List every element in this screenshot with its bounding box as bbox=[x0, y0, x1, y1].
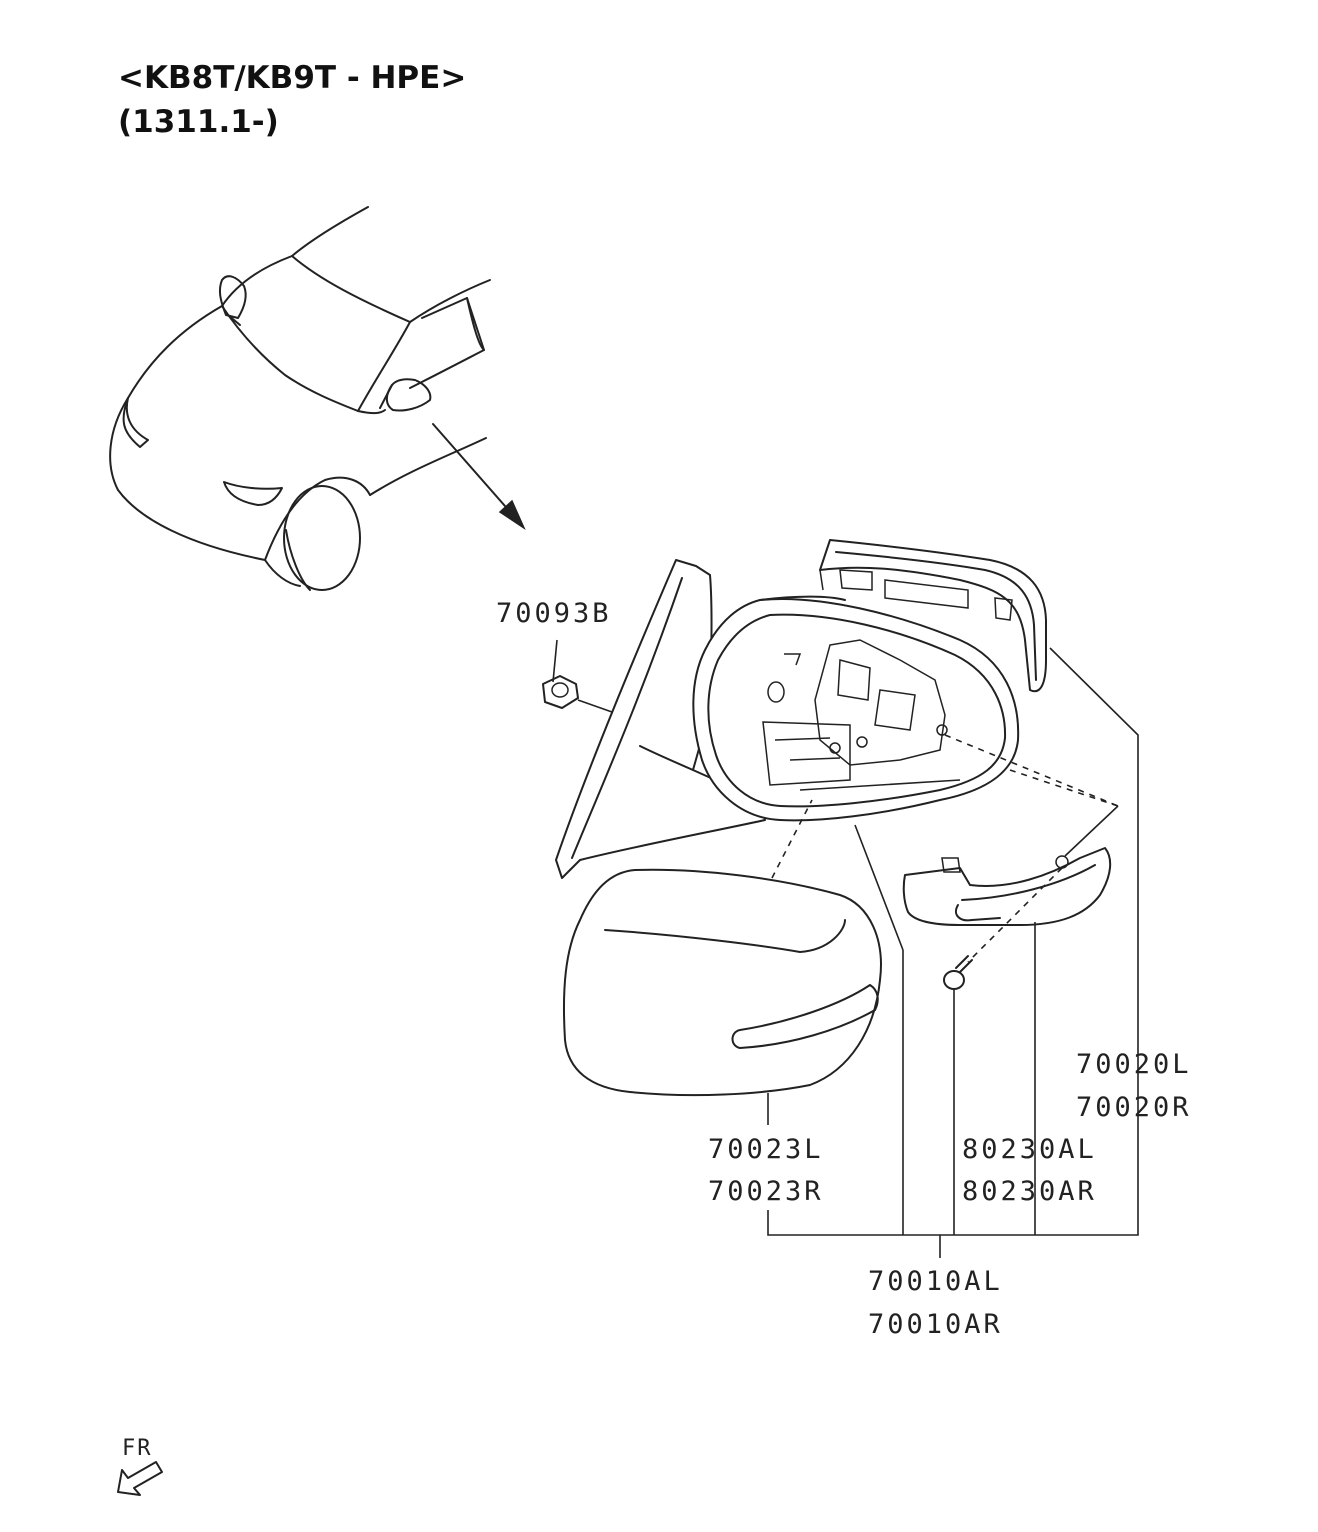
model-title: <KB8T/KB9T - HPE> bbox=[118, 60, 466, 96]
part-number-nut: 70093B bbox=[496, 598, 612, 629]
mirror-housing-part bbox=[692, 595, 1020, 822]
part-number-cover-right: 70023R bbox=[708, 1176, 824, 1207]
part-number-cover-left: 70023L bbox=[708, 1134, 824, 1165]
front-label: FR bbox=[122, 1436, 153, 1461]
zoom-arrow bbox=[432, 423, 526, 531]
vehicle-illustration bbox=[109, 206, 491, 591]
front-arrow-icon bbox=[117, 1461, 163, 1496]
part-number-mirror-right: 70020R bbox=[1076, 1092, 1192, 1123]
part-number-mirror-left: 70020L bbox=[1076, 1049, 1192, 1080]
part-number-lamp-right: 80230AR bbox=[962, 1176, 1097, 1207]
mirror-glass-part bbox=[819, 539, 1047, 693]
turn-lamp-part bbox=[902, 847, 1112, 926]
part-number-lamp-left: 80230AL bbox=[962, 1134, 1097, 1165]
nut-part bbox=[542, 639, 613, 713]
screw-part bbox=[943, 955, 973, 990]
mirror-cover-part bbox=[562, 868, 882, 1097]
part-number-assembly-left: 70010AL bbox=[868, 1266, 1003, 1297]
front-orientation-indicator: FR bbox=[117, 1436, 163, 1496]
date-range: (1311.1-) bbox=[118, 104, 279, 140]
callout-lines bbox=[767, 647, 1139, 1258]
part-number-assembly-right: 70010AR bbox=[868, 1309, 1003, 1340]
